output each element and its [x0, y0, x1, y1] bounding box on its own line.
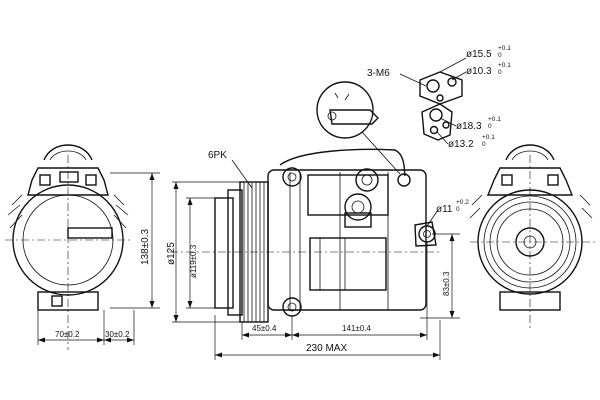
dim-width-30: 30±0.2	[105, 330, 130, 339]
svg-text:+0.2: +0.2	[456, 199, 469, 206]
svg-text:0: 0	[488, 123, 492, 130]
body-top-block	[307, 174, 389, 216]
label-mount-3m6: 3-M6	[367, 68, 390, 79]
port-flange-lower	[421, 103, 453, 141]
right-top-head	[486, 167, 574, 196]
left-fins	[7, 194, 23, 229]
dim-len-45: 45±0.4	[252, 324, 277, 333]
dim-dia-125: ø125	[166, 242, 177, 265]
svg-text:+0.1: +0.1	[482, 134, 495, 141]
wire-harness	[279, 148, 406, 177]
right-end-view	[469, 144, 596, 330]
mid-port-fitting	[344, 193, 372, 221]
top-port-fitting	[355, 168, 379, 192]
dim-dia-119: ø119±0.3	[189, 244, 198, 278]
label-port-d: ø13.2	[448, 139, 474, 150]
dim-width-70: 70±0.2	[55, 330, 80, 339]
compressor-body	[267, 169, 427, 311]
svg-text:0: 0	[498, 69, 502, 76]
bottom-ear	[282, 297, 302, 317]
left-side-slot	[67, 227, 113, 239]
label-belt-6pk: 6PK	[208, 150, 227, 161]
label-port-b: ø10.3	[466, 66, 492, 77]
center-side-view: 6PK ø125 ø119±0.3 45±0.4 141±0.4 230 MAX	[166, 81, 469, 360]
svg-text:0: 0	[456, 206, 460, 213]
label-port-c: ø18.3	[456, 121, 482, 132]
label-ear-dia: ø11	[436, 204, 453, 215]
svg-text:+0.1: +0.1	[498, 62, 511, 69]
dim-height-83: 83±0.3	[442, 271, 451, 296]
port-detail-view: 3-M6 ø15.5 +0.1 0 ø10.3 +0.1 0 ø18.3 +0.…	[367, 45, 511, 150]
connector	[397, 173, 411, 187]
left-harness-loop	[43, 144, 93, 161]
svg-text:+0.1: +0.1	[488, 116, 501, 123]
dim-len-141: 141±0.4	[342, 324, 371, 333]
dim-height-138: 138±0.3	[140, 228, 151, 265]
connector-detail-circle	[316, 81, 374, 139]
left-end-view: 138±0.3 70±0.2 30±0.2	[5, 144, 160, 350]
svg-text:0: 0	[482, 141, 486, 148]
clutch-plate	[214, 197, 234, 309]
svg-text:+0.1: +0.1	[498, 45, 511, 52]
dim-len-230: 230 MAX	[306, 343, 347, 354]
label-port-a: ø15.5	[466, 49, 492, 60]
port-flange-upper	[419, 71, 463, 105]
svg-text:0: 0	[498, 52, 502, 59]
left-top-head	[27, 167, 109, 196]
left-top-bolt	[39, 174, 51, 186]
top-ear	[282, 167, 302, 187]
